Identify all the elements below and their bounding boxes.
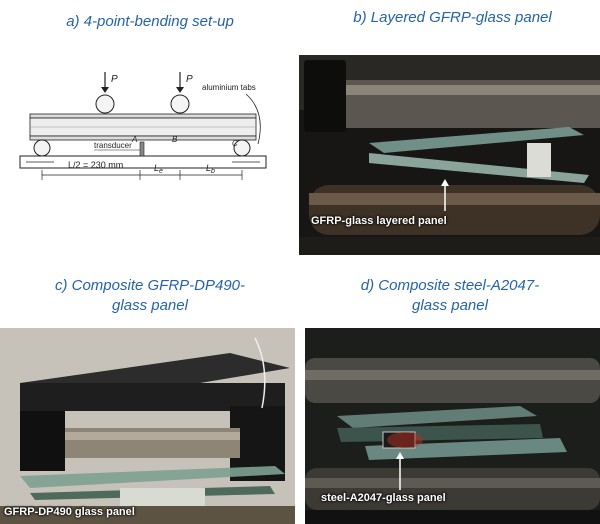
caption-c-line2: glass panel (112, 297, 188, 314)
photo-steel-a2047-panel: steel-A2047-glass panel (305, 328, 600, 524)
transducer-label: transducer (94, 141, 132, 150)
caption-b: b) Layered GFRP-glass panel (353, 9, 552, 26)
load-label-right: P (186, 74, 193, 85)
lb-label: Lb (206, 163, 215, 175)
bending-setup-diagram: P P aluminium tabs transducer A B C L/2 … (14, 60, 284, 190)
point-c-label: C (232, 139, 238, 148)
caption-d-line2: glass panel (412, 297, 488, 314)
point-b-label: B (172, 135, 178, 144)
photo-label-gfrp-dp490: GFRP-DP490 glass panel (4, 506, 135, 518)
caption-d-line1: d) Composite steel-A2047- (360, 277, 540, 294)
photo-layered-panel: GFRP-glass layered panel (299, 55, 600, 255)
point-a-label: A (131, 135, 137, 144)
photo-gfrp-dp490-panel: GFRP-DP490 glass panel (0, 328, 295, 524)
half-span-label: L/2 = 230 mm (68, 160, 123, 170)
le-label: Le (154, 163, 163, 175)
caption-c-line1: c) Composite GFRP-DP490- (54, 277, 246, 294)
photo-label-layered: GFRP-glass layered panel (311, 215, 447, 227)
load-label-left: P (111, 74, 118, 85)
caption-a: a) 4-point-bending set-up (66, 13, 234, 30)
photo-label-steel-a2047: steel-A2047-glass panel (321, 492, 446, 504)
aluminium-tabs-label: aluminium tabs (202, 83, 256, 92)
